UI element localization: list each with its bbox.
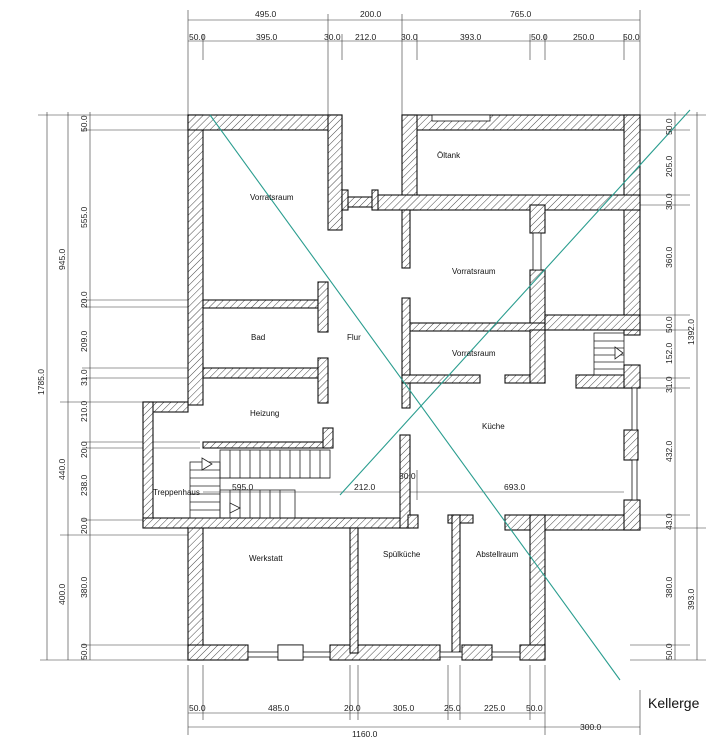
dim-left-inner: 50.0 bbox=[79, 643, 89, 660]
room-kueche: Küche bbox=[482, 422, 505, 431]
dim-top-inner: 212.0 bbox=[355, 32, 377, 42]
dim-left-inner: 209.0 bbox=[79, 330, 89, 352]
dim-left-inner: 238.0 bbox=[79, 474, 89, 496]
room-bad: Bad bbox=[251, 333, 265, 342]
room-oeltank: Öltank bbox=[437, 151, 461, 160]
dim-bottom-inner: 225.0 bbox=[484, 703, 506, 713]
room-werkstatt: Werkstatt bbox=[249, 554, 283, 563]
dim-top-inner: 393.0 bbox=[460, 32, 482, 42]
dim-right-inner: 43.0 bbox=[664, 513, 674, 530]
dim-top-inner: 30.0 bbox=[401, 32, 418, 42]
dim-right-inner: 50.0 bbox=[664, 316, 674, 333]
dim-top-inner: 50.0 bbox=[189, 32, 206, 42]
dim-left-mid: 400.0 bbox=[57, 583, 67, 605]
dim-right-inner: 432.0 bbox=[664, 440, 674, 462]
dimension-lines bbox=[38, 10, 706, 735]
dim-left-inner: 555.0 bbox=[79, 206, 89, 228]
dim-bottom-inner: 485.0 bbox=[268, 703, 290, 713]
dim-right-inner: 380.0 bbox=[664, 576, 674, 598]
dim-left-inner: 210.0 bbox=[79, 400, 89, 422]
dim-interior: 693.0 bbox=[504, 482, 526, 492]
room-spuelkueche: Spülküche bbox=[383, 550, 421, 559]
dim-left-mid: 945.0 bbox=[57, 248, 67, 270]
dim-left-mid: 440.0 bbox=[57, 458, 67, 480]
dim-right-inner: 30.0 bbox=[664, 193, 674, 210]
dim-bottom-inner: 50.0 bbox=[189, 703, 206, 713]
dim-right-inner: 31.0 bbox=[664, 376, 674, 393]
walls bbox=[142, 114, 641, 661]
dim-top-inner: 50.0 bbox=[623, 32, 640, 42]
dimension-text: 495.0 200.0 765.0 50.0 395.0 30.0 212.0 … bbox=[36, 9, 696, 739]
dim-top-inner: 50.0 bbox=[531, 32, 548, 42]
dim-top-outer: 765.0 bbox=[510, 9, 532, 19]
windows bbox=[247, 114, 638, 661]
dim-top-inner: 395.0 bbox=[256, 32, 278, 42]
dim-interior: 30.0 bbox=[399, 471, 416, 481]
dim-interior: 212.0 bbox=[354, 482, 376, 492]
dim-right-inner: 205.0 bbox=[664, 155, 674, 177]
dim-right-inner: 50.0 bbox=[664, 643, 674, 660]
dim-left-inner: 50.0 bbox=[79, 115, 89, 132]
dim-bottom-outer: 300.0 bbox=[580, 722, 602, 732]
dim-left-inner: 20.0 bbox=[79, 517, 89, 534]
dim-left-outer: 1785.0 bbox=[36, 369, 46, 395]
dim-top-outer: 200.0 bbox=[360, 9, 382, 19]
dim-left-inner: 20.0 bbox=[79, 291, 89, 308]
dim-left-inner: 20.0 bbox=[79, 441, 89, 458]
dim-bottom-inner: 305.0 bbox=[393, 703, 415, 713]
dim-bottom-inner: 25.0 bbox=[444, 703, 461, 713]
dim-top-inner: 250.0 bbox=[573, 32, 595, 42]
room-labels: Vorratsraum Öltank Vorratsraum Bad Flur … bbox=[153, 151, 519, 563]
room-abstellraum: Abstellraum bbox=[476, 550, 519, 559]
dim-right-outer: 1392.0 bbox=[686, 319, 696, 345]
dim-right-outer: 393.0 bbox=[686, 588, 696, 610]
dim-right-inner: 152.0 bbox=[664, 342, 674, 364]
dim-top-outer: 495.0 bbox=[255, 9, 277, 19]
room-treppenhaus: Treppenhaus bbox=[153, 488, 200, 497]
dim-left-inner: 380.0 bbox=[79, 576, 89, 598]
room-vorratsraum-3: Vorratsraum bbox=[452, 349, 496, 358]
dim-right-inner: 50.0 bbox=[664, 118, 674, 135]
room-vorratsraum-2: Vorratsraum bbox=[452, 267, 496, 276]
dim-left-inner: 31.0 bbox=[79, 369, 89, 386]
stairs bbox=[189, 332, 625, 519]
room-flur: Flur bbox=[347, 333, 361, 342]
dim-bottom-inner: 20.0 bbox=[344, 703, 361, 713]
diagonal-lines bbox=[209, 109, 691, 681]
room-heizung: Heizung bbox=[250, 409, 279, 418]
dim-interior: 595.0 bbox=[232, 482, 254, 492]
dim-right-inner: 360.0 bbox=[664, 246, 674, 268]
room-vorratsraum-1: Vorratsraum bbox=[250, 193, 294, 202]
dim-top-inner: 30.0 bbox=[324, 32, 341, 42]
dim-bottom-inner: 50.0 bbox=[526, 703, 543, 713]
drawing-title: Kellerge bbox=[648, 695, 700, 711]
dim-bottom-outer: 1160.0 bbox=[352, 729, 378, 739]
